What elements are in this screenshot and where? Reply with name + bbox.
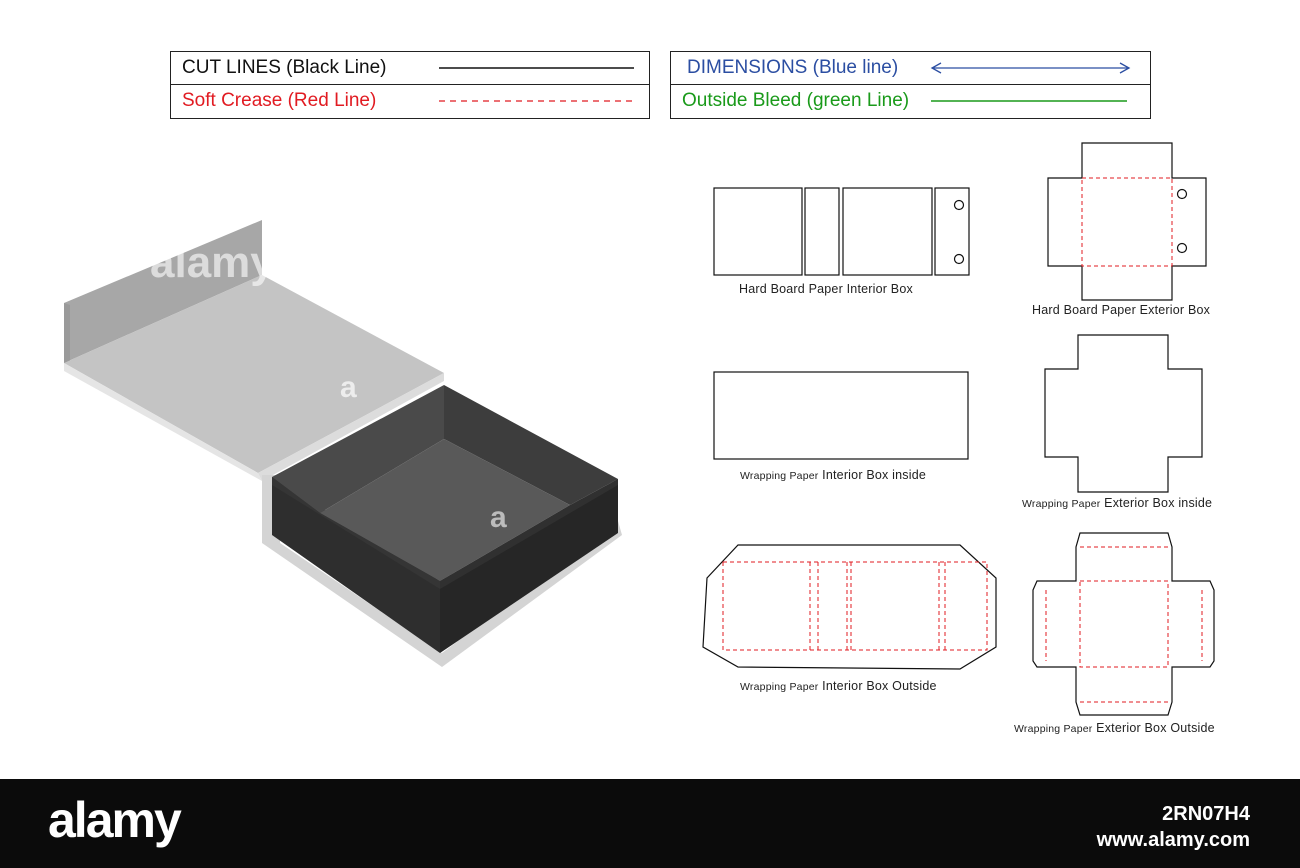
caption-text: Exterior Box Outside: [1096, 721, 1215, 735]
box-front-wall: [272, 477, 440, 653]
wp-exterior-outside-dieline: [1032, 532, 1215, 716]
bleed-line-sample: [931, 100, 1127, 102]
legend-row-outside-bleed: Outside Bleed (green Line): [671, 85, 1150, 117]
legend-label-outside-bleed: Outside Bleed (green Line): [682, 90, 910, 111]
alamy-logo: alamy: [48, 792, 182, 848]
legend-dimension-bleed: DIMENSIONS (Blue line) Outside Bleed (gr…: [670, 51, 1151, 119]
lid-top-surface: [64, 275, 444, 473]
legend-cut-crease: CUT LINES (Black Line) Soft Crease (Red …: [170, 51, 650, 119]
caption-prefix: Wrapping Paper: [740, 681, 819, 693]
watermark-alamy: alamy: [150, 238, 275, 287]
caption-hb-interior: Hard Board Paper Interior Box: [739, 282, 913, 296]
box-inner-floor: [320, 439, 570, 581]
legend-label-soft-crease: Soft Crease (Red Line): [182, 90, 377, 111]
legend-label-cut-lines: CUT LINES (Black Line): [182, 57, 387, 78]
caption-prefix: Wrapping Paper: [1022, 498, 1101, 510]
caption-wp-exterior-inside: Wrapping Paper Exterior Box inside: [1022, 496, 1212, 510]
box-side-wall: [440, 479, 618, 653]
watermark-a-1: a: [340, 371, 357, 404]
caption-wp-interior-outside: Wrapping Paper Interior Box Outside: [740, 679, 937, 693]
caption-text: Interior Box Outside: [822, 679, 937, 693]
legend-row-dimensions: DIMENSIONS (Blue line): [671, 52, 1150, 85]
image-id: 2RN07H4: [1162, 803, 1250, 825]
site-url: www.alamy.com: [1096, 829, 1250, 851]
stock-footer-bar: alamy 2RN07H4 www.alamy.com: [0, 779, 1300, 868]
lid-back-panel: [64, 220, 262, 363]
caption-text: Exterior Box inside: [1104, 496, 1213, 510]
caption-prefix: Wrapping Paper: [740, 470, 819, 482]
crease-line-sample: [439, 100, 634, 102]
wp-interior-outside-dieline: [702, 544, 997, 670]
cut-line-sample: [439, 67, 634, 69]
caption-wp-exterior-outside: Wrapping Paper Exterior Box Outside: [1014, 721, 1215, 735]
hb-exterior-dieline: [1047, 142, 1207, 301]
image-id-block: 2RN07H4 www.alamy.com: [1097, 801, 1250, 853]
caption-prefix: Wrapping Paper: [1014, 723, 1093, 735]
dielines-panel: [702, 142, 1215, 716]
wp-interior-inside-dieline: [713, 371, 969, 460]
watermark-a-2: a: [490, 501, 507, 534]
caption-wp-interior-inside: Wrapping Paper Interior Box inside: [740, 468, 926, 482]
legend-row-cut-lines: CUT LINES (Black Line): [171, 52, 649, 85]
dimension-arrow-icon: [930, 62, 1131, 74]
caption-text: Interior Box inside: [822, 468, 927, 482]
legend-row-soft-crease: Soft Crease (Red Line): [171, 85, 649, 117]
caption-hb-exterior: Hard Board Paper Exterior Box: [1032, 303, 1211, 317]
box-inner-back-wall: [272, 385, 444, 513]
wp-exterior-inside-dieline: [1044, 334, 1203, 493]
legend-label-dimensions: DIMENSIONS (Blue line): [687, 57, 899, 78]
hb-interior-dieline: [713, 187, 970, 276]
magnetic-box-illustration: alamy a a: [64, 220, 622, 667]
box-inner-right-wall: [444, 385, 618, 505]
